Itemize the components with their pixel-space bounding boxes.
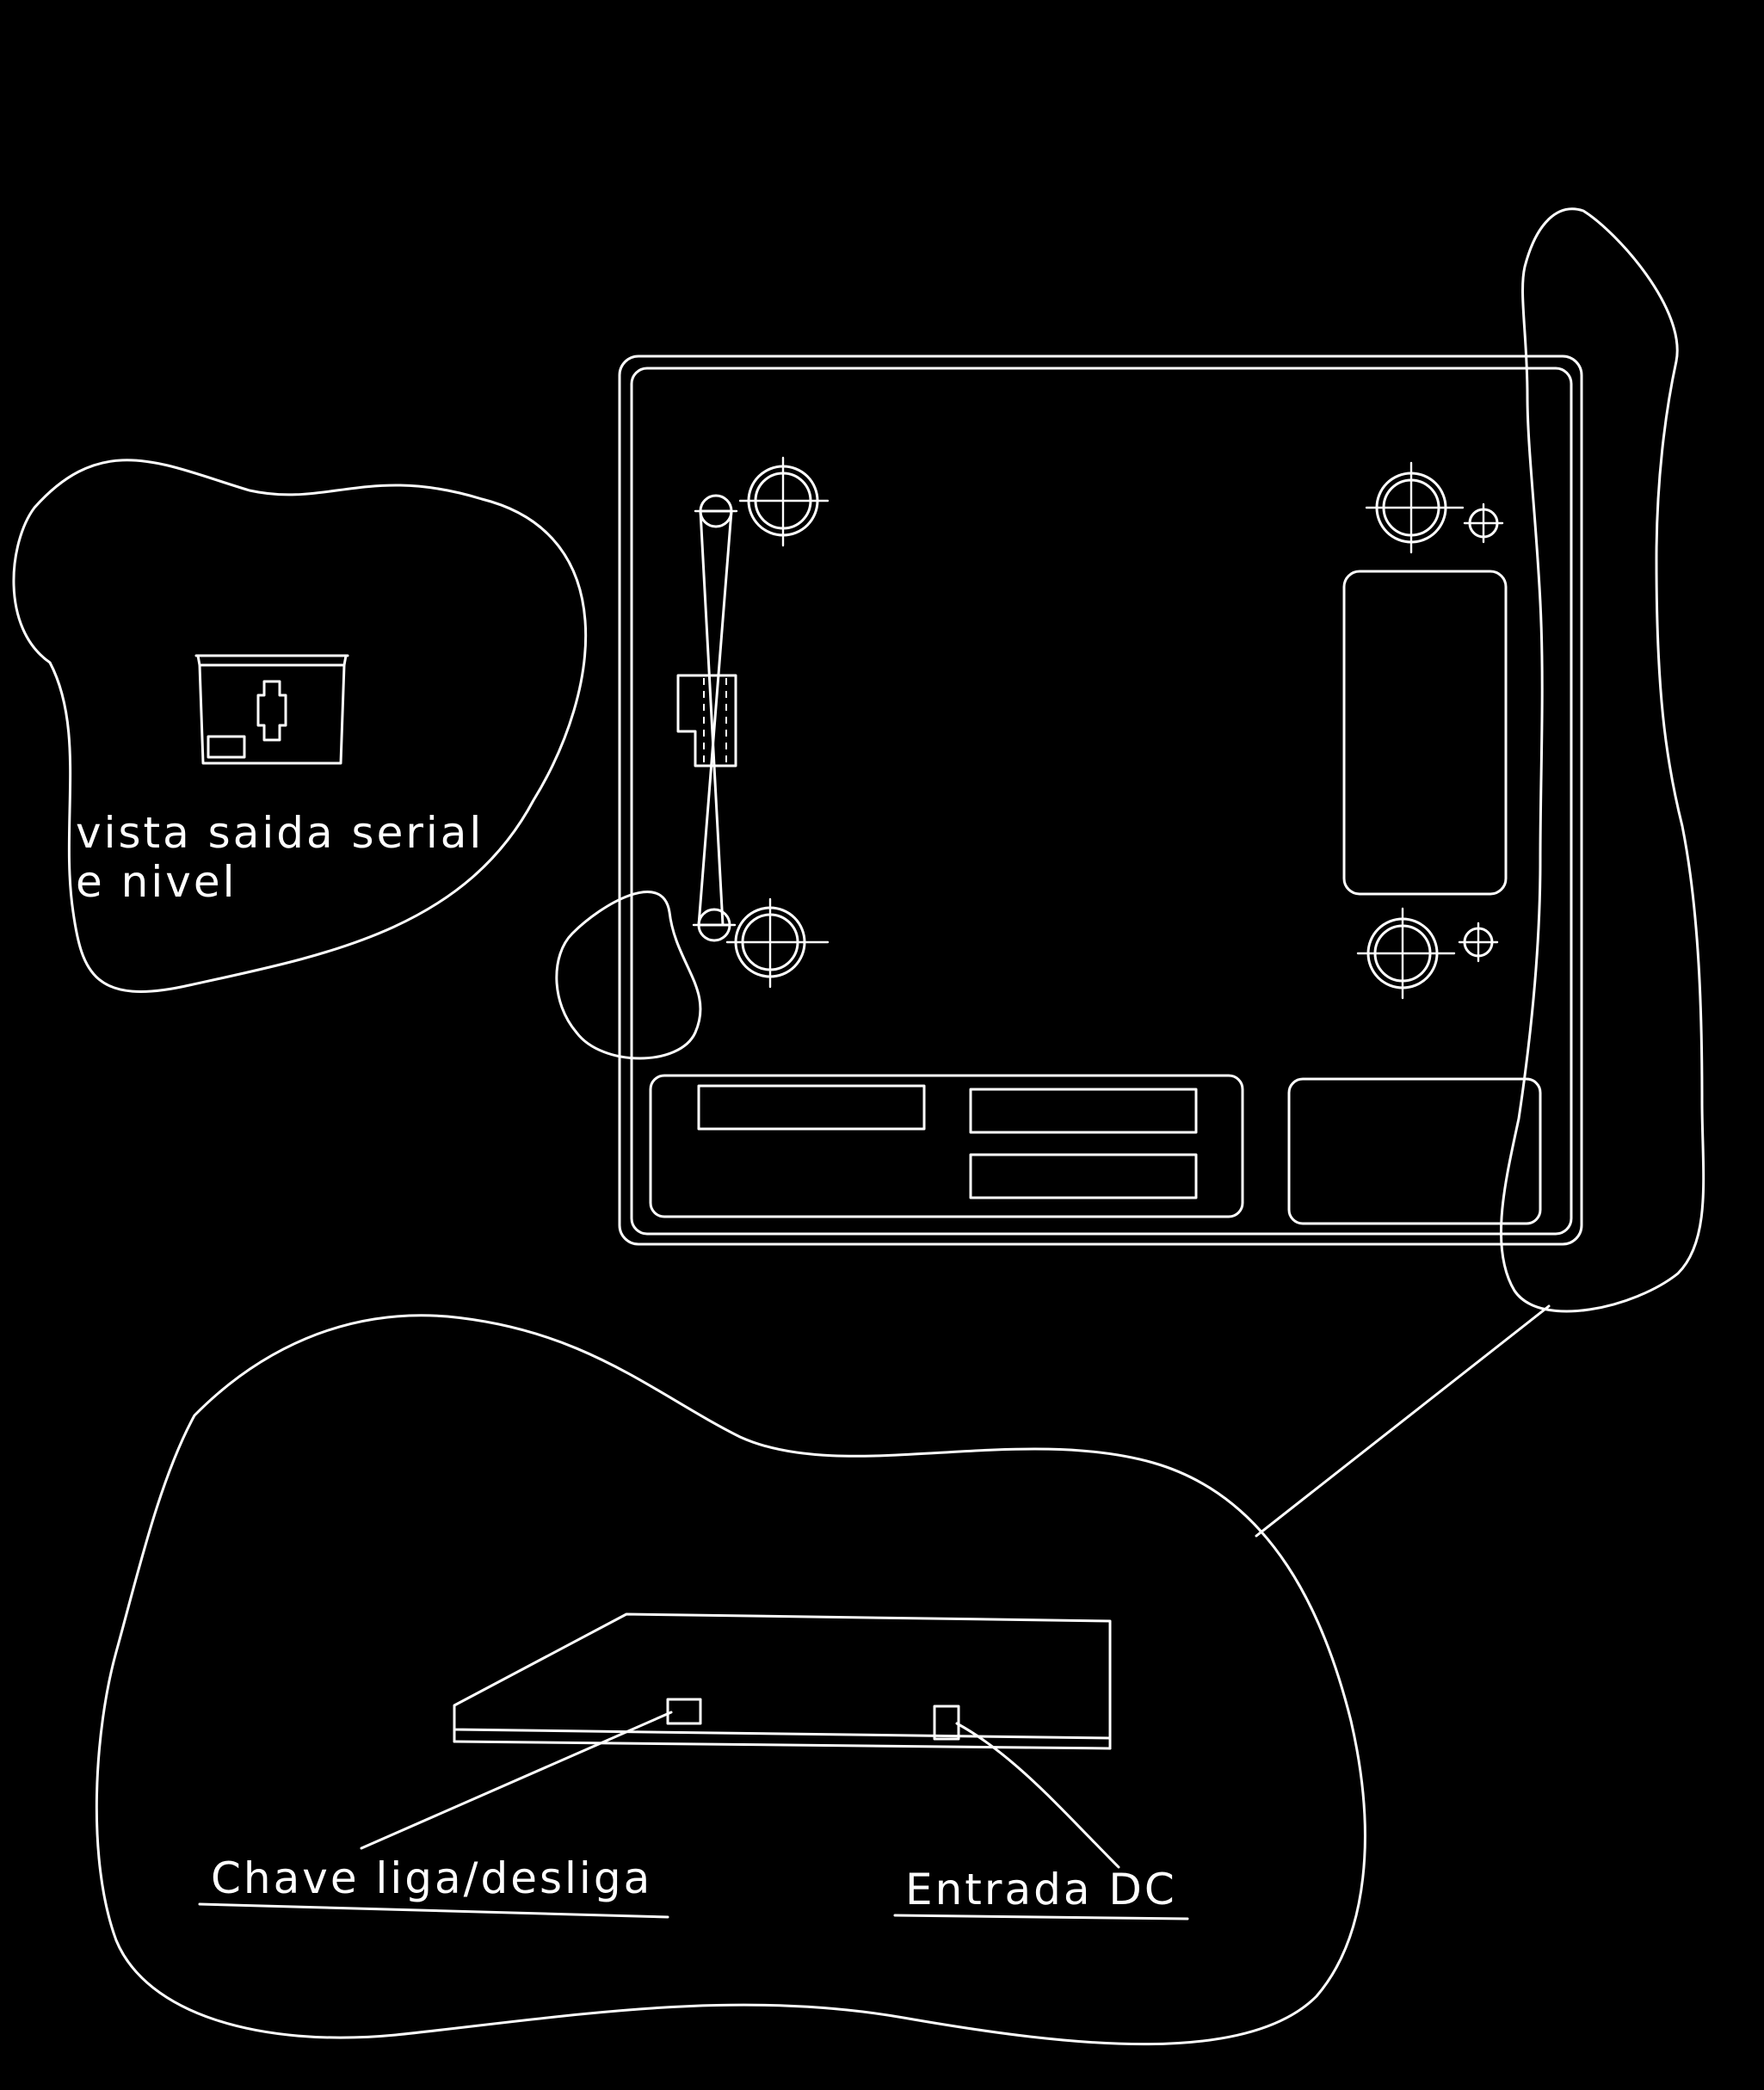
bottom-detail-leader-line — [1255, 1304, 1551, 1538]
key-slot-2 — [969, 1088, 1198, 1134]
side-view-bubble-outline — [95, 1314, 1366, 2046]
power-switch-part — [666, 1698, 702, 1725]
level-indicator-box — [207, 735, 246, 759]
serial-view-label-line2: e nivel — [76, 857, 237, 907]
hinge-block — [676, 674, 737, 768]
auxiliary-compartment — [1287, 1077, 1542, 1225]
dc-input-label: Entrada DC — [905, 1865, 1177, 1914]
mounting-hole-bottom-right — [1356, 907, 1499, 1000]
power-switch-leader — [360, 1711, 673, 1850]
side-view-detail: Chave liga/desliga Entrada DC — [95, 1314, 1366, 2046]
panel-inner-outline — [630, 367, 1573, 1236]
panel-outer-outline — [618, 354, 1583, 1246]
mounting-hole-bottom-left — [725, 897, 830, 989]
hinge-strap-assembly — [676, 494, 738, 942]
keypad-frame — [649, 1074, 1244, 1218]
dc-input-label-underline — [893, 1914, 1189, 1920]
device-back-panel — [618, 354, 1583, 1246]
device-side-profile — [453, 1612, 1112, 1750]
power-switch-label-underline — [198, 1902, 669, 1919]
mounting-hole-top-left — [738, 456, 830, 547]
key-slot-1 — [697, 1084, 926, 1131]
detail-callout-right-balloon — [1499, 207, 1705, 1313]
serial-view-label-line1: vista saida serial — [76, 808, 484, 858]
dc-input-part — [933, 1705, 960, 1741]
serial-port-device-sketch — [194, 654, 349, 765]
detail-callout-small-balloon — [555, 891, 702, 1060]
key-slot-3 — [969, 1153, 1198, 1199]
serial-view-detail: vista saida serial e nivel — [12, 459, 587, 993]
mounting-hole-top-right — [1365, 461, 1504, 554]
display-window — [1342, 570, 1508, 896]
serial-view-bubble-outline — [12, 459, 587, 993]
serial-connector-symbol — [256, 680, 287, 742]
dc-input-leader — [955, 1722, 1120, 1869]
power-switch-label: Chave liga/desliga — [211, 1853, 652, 1903]
